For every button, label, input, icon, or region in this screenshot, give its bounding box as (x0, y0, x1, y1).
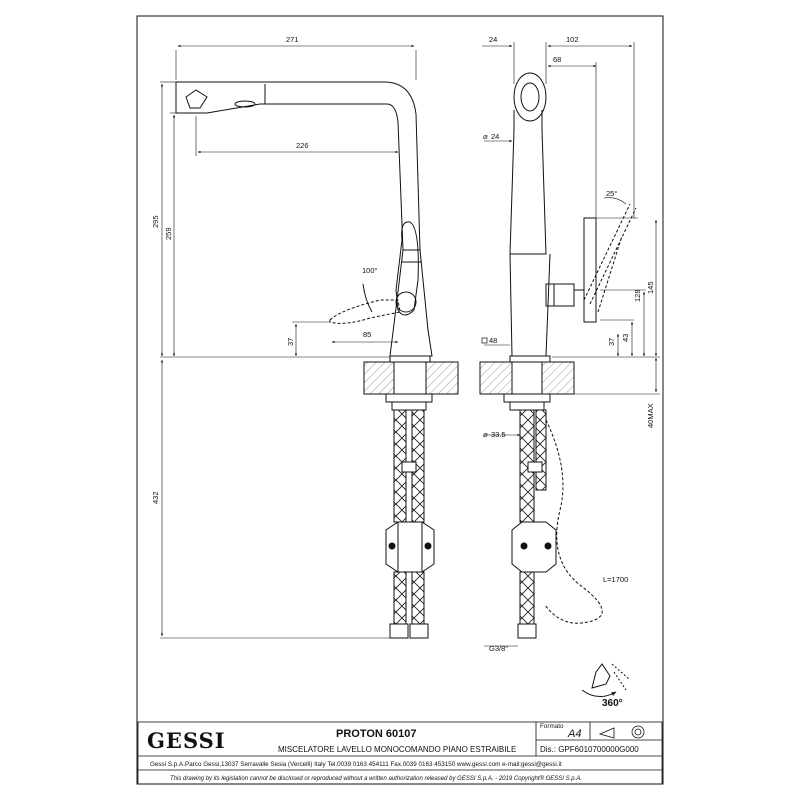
company-address: Gessi S.p.A.Parco Gessi,13037 Serravalle… (150, 761, 562, 768)
dim-40max: 40MAX (646, 403, 655, 428)
front-dimensions (160, 44, 417, 639)
dim-37-right: 37 (607, 338, 616, 346)
format-label: Formato (540, 723, 564, 730)
dim-24: 24 (489, 35, 497, 44)
format-value: A4 (567, 728, 581, 740)
dim-145: 145 (646, 281, 655, 294)
dim-85: 85 (363, 330, 371, 339)
side-view (479, 72, 637, 639)
dim-rotation: 360° (602, 698, 623, 709)
dim-226: 226 (296, 141, 309, 150)
title-block (137, 721, 663, 785)
dim-dia-24: 24 (491, 132, 499, 141)
dim-angle-25: 25° (606, 189, 617, 198)
dim-angle-100: 100° (362, 266, 378, 275)
dim-square-48: 48 (489, 336, 497, 345)
dim-hose-length: L=1700 (603, 575, 628, 584)
page-border (136, 15, 664, 785)
product-description: MISCELATORE LAVELLO MONOCOMANDO PIANO ES… (278, 745, 516, 754)
diameter-icon: ⌀ (483, 430, 488, 439)
square-icon (481, 337, 488, 344)
dim-dia-33-5: 33.5 (491, 430, 506, 439)
copyright-disclaimer: This drawing by its legislation cannot b… (170, 775, 582, 782)
dim-thread: G3/8" (489, 644, 508, 653)
dim-102: 102 (566, 35, 579, 44)
gessi-logo: GESSI (147, 728, 226, 753)
dim-68: 68 (553, 55, 561, 64)
dim-37-left: 37 (286, 338, 295, 346)
dim-295: 295 (151, 215, 160, 228)
dim-128: 128 (633, 289, 642, 302)
drawing-number: Dis.: GPF6010700000G000 (540, 745, 639, 754)
product-title: PROTON 60107 (336, 728, 417, 740)
front-view (175, 81, 459, 639)
dim-43: 43 (621, 334, 630, 342)
dim-432: 432 (151, 491, 160, 504)
diameter-icon: ⌀ (483, 132, 488, 141)
dim-271: 271 (286, 35, 299, 44)
rotation-icon (581, 663, 631, 697)
dim-259: 259 (164, 227, 173, 240)
side-dimensions (482, 42, 660, 647)
